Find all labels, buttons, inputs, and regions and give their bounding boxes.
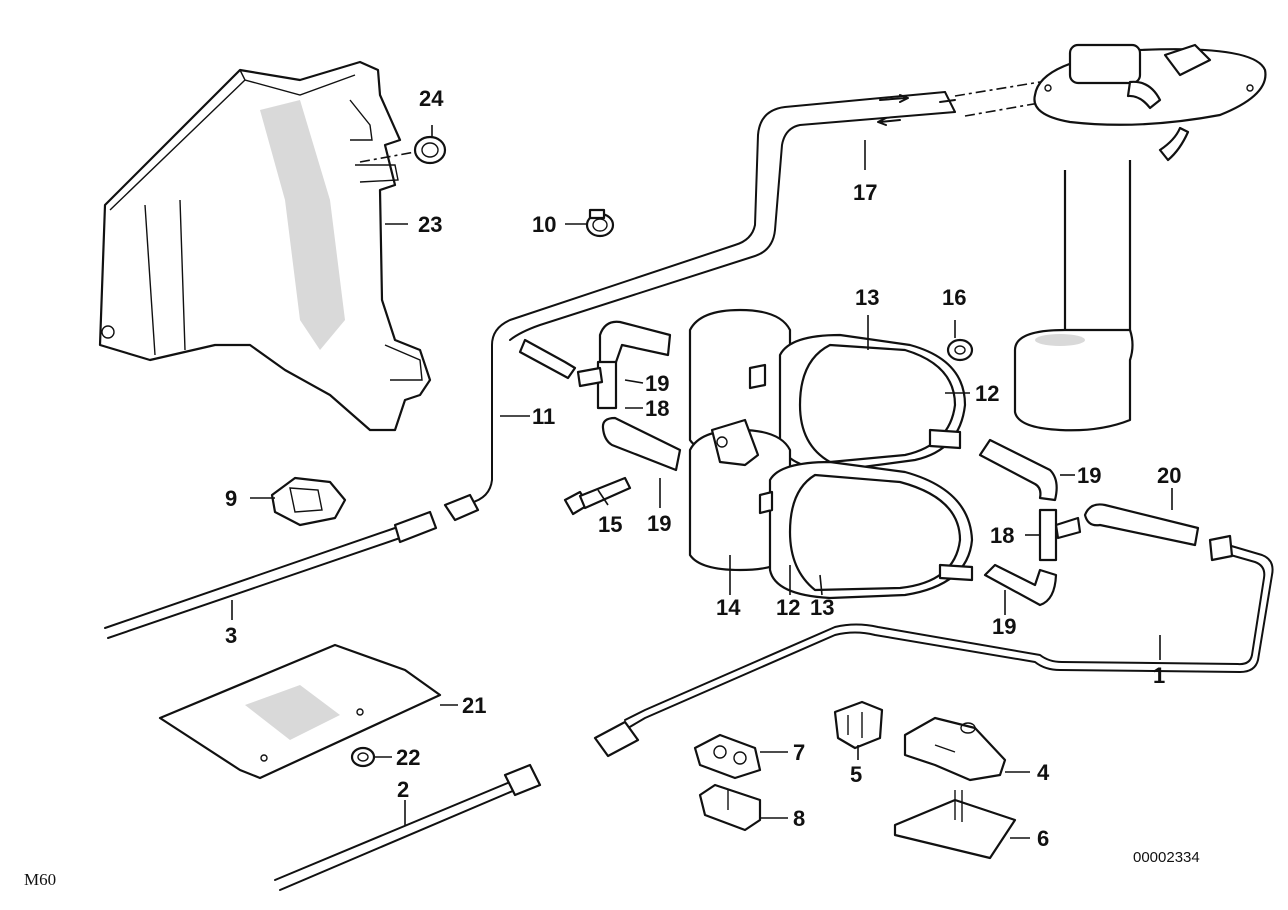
diagram-number: 00002334 <box>1133 849 1200 866</box>
fuel-line-part-1 <box>593 503 1274 758</box>
callout-19c: 19 <box>1077 463 1101 488</box>
clip-part-7 <box>693 733 762 780</box>
callout-19d: 19 <box>992 614 1016 639</box>
callout-10: 10 <box>532 212 556 237</box>
fuel-pump-sender <box>1013 43 1267 432</box>
callout-17: 17 <box>853 180 877 205</box>
callout-6: 6 <box>1037 826 1049 851</box>
hoses-connectors-right <box>978 438 1082 607</box>
model-label: M60 <box>24 870 56 889</box>
hose-clamp-part-10 <box>585 208 615 238</box>
callout-14: 14 <box>716 595 741 620</box>
callout-18a: 18 <box>645 396 669 421</box>
bracket-part-6 <box>893 790 1017 860</box>
callout-15: 15 <box>598 512 622 537</box>
callout-12a: 12 <box>975 381 999 406</box>
heat-shield-part-23 <box>98 60 432 432</box>
nut-part-16 <box>946 338 974 362</box>
fuel-filter-upper-part-13 <box>688 308 967 472</box>
callout-9: 9 <box>225 486 237 511</box>
fuel-line-part-3 <box>104 510 438 639</box>
callout-1: 1 <box>1153 663 1165 688</box>
callout-24: 24 <box>419 86 444 111</box>
callout-16: 16 <box>942 285 966 310</box>
nut-part-22 <box>350 746 376 768</box>
callout-7: 7 <box>793 740 805 765</box>
callout-20: 20 <box>1157 463 1181 488</box>
clip-part-8 <box>698 783 762 832</box>
callouts: 24 23 10 17 11 9 3 15 19 18 19 13 16 12 … <box>225 86 1181 851</box>
leader-lines <box>231 125 1173 839</box>
clip-part-5 <box>833 700 884 750</box>
grommet-part-24 <box>359 135 447 165</box>
fuel-line-part-17 <box>443 81 1046 522</box>
callout-12b: 12 <box>776 595 800 620</box>
callout-18b: 18 <box>990 523 1014 548</box>
line-part-2 <box>274 763 542 891</box>
bolt-part-15 <box>563 476 632 516</box>
fuel-filter-lower-part-13 <box>688 428 974 600</box>
callout-19b: 19 <box>647 511 671 536</box>
callout-19a: 19 <box>645 371 669 396</box>
callout-22: 22 <box>396 745 420 770</box>
callout-3: 3 <box>225 623 237 648</box>
bracket-part-4 <box>903 716 1007 782</box>
callout-23: 23 <box>418 212 442 237</box>
shield-plate-part-21 <box>158 643 442 780</box>
callout-8: 8 <box>793 806 805 831</box>
filter-bracket-part-14 <box>710 418 760 467</box>
callout-5: 5 <box>850 762 862 787</box>
callout-11: 11 <box>532 404 555 429</box>
hoses-connectors-left <box>576 320 682 472</box>
callout-2: 2 <box>397 777 409 802</box>
callout-4: 4 <box>1037 760 1050 785</box>
callout-21: 21 <box>462 693 486 718</box>
clip-part-9 <box>270 476 347 527</box>
callout-13b: 13 <box>810 595 834 620</box>
callout-13a: 13 <box>855 285 879 310</box>
